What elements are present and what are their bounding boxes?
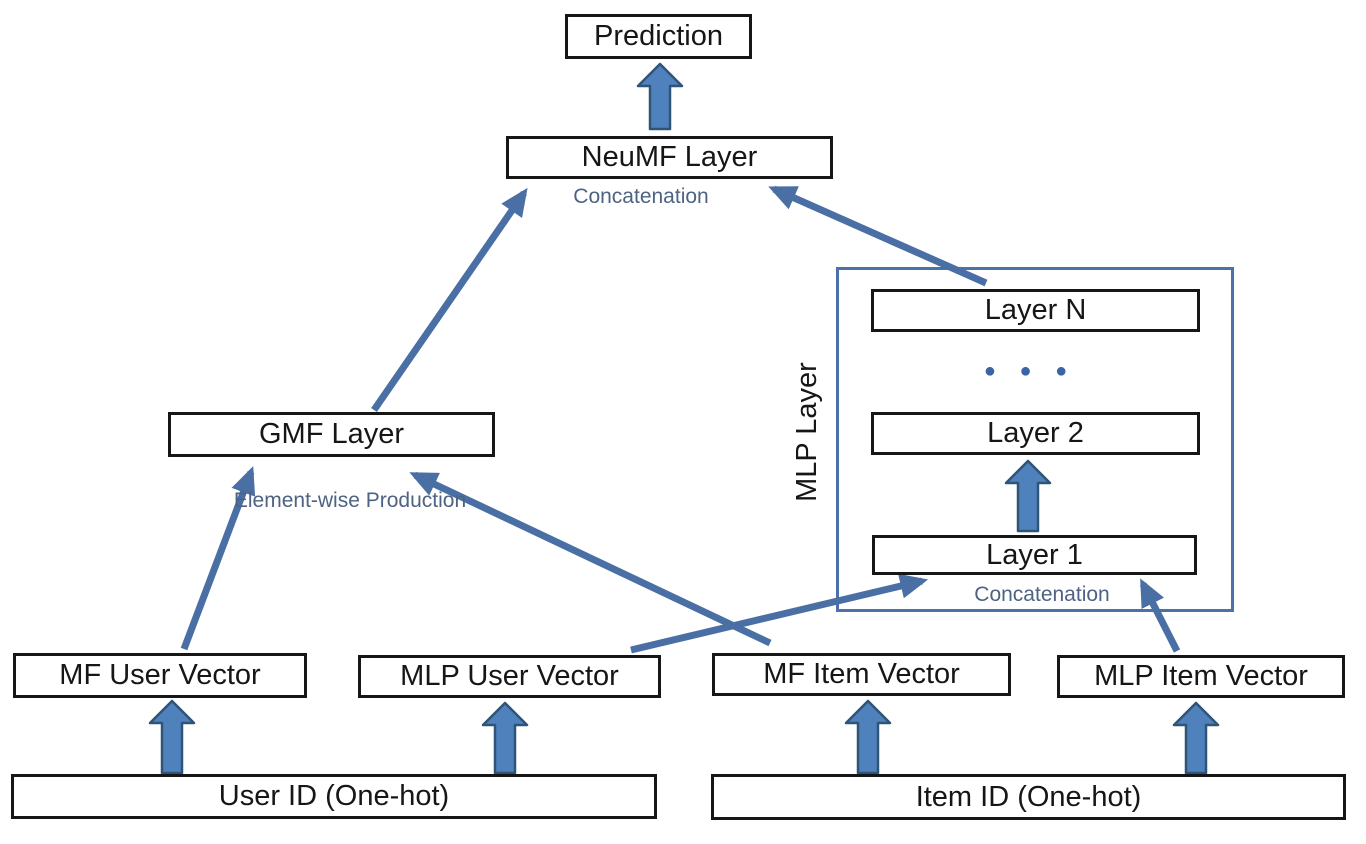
node-mlp-user-vector: MLP User Vector [358,655,661,698]
line-gmf-to-neumf [371,187,528,412]
node-mf-item-vector: MF Item Vector [712,653,1011,696]
mlp-layer-group-box [836,267,1234,612]
ellipsis-dots-icon: ● ● ● [983,360,1077,382]
block-arrow-userid-to-mfuser [148,699,196,775]
block-arrow-layer1-to-layer2 [1004,459,1052,533]
block-arrow-itemid-to-mlpitem [1172,701,1220,775]
node-item-id-onehot: Item ID (One-hot) [711,774,1346,820]
block-arrow-neumf-to-prediction [636,62,684,131]
line-mfuser-to-gmf [180,466,256,651]
node-neumf-layer: NeuMF Layer [506,136,833,179]
block-arrow-userid-to-mlpuser [481,701,529,775]
node-prediction: Prediction [565,14,752,59]
block-arrow-itemid-to-mfitem [844,699,892,775]
line-mlpuser-to-layer1 [630,573,929,654]
line-layern-to-neumf [768,185,988,287]
node-gmf-layer: GMF Layer [168,412,495,457]
node-mlp-item-vector: MLP Item Vector [1057,655,1345,698]
node-mf-user-vector: MF User Vector [13,653,307,698]
line-mfitem-to-gmf [409,471,772,647]
node-layer-n: Layer N [871,289,1200,332]
node-user-id-onehot: User ID (One-hot) [11,774,657,819]
gmf-elementwise-label: Element-wise Production [233,489,467,512]
mlp-layer-group-label: MLP Layer [791,362,823,502]
line-mlpitem-to-layer1 [1139,578,1181,653]
layer1-concatenation-label: Concatenation [974,583,1110,606]
node-layer-2: Layer 2 [871,412,1200,455]
node-layer-1: Layer 1 [872,535,1197,575]
neumf-concatenation-label: Concatenation [573,185,709,208]
